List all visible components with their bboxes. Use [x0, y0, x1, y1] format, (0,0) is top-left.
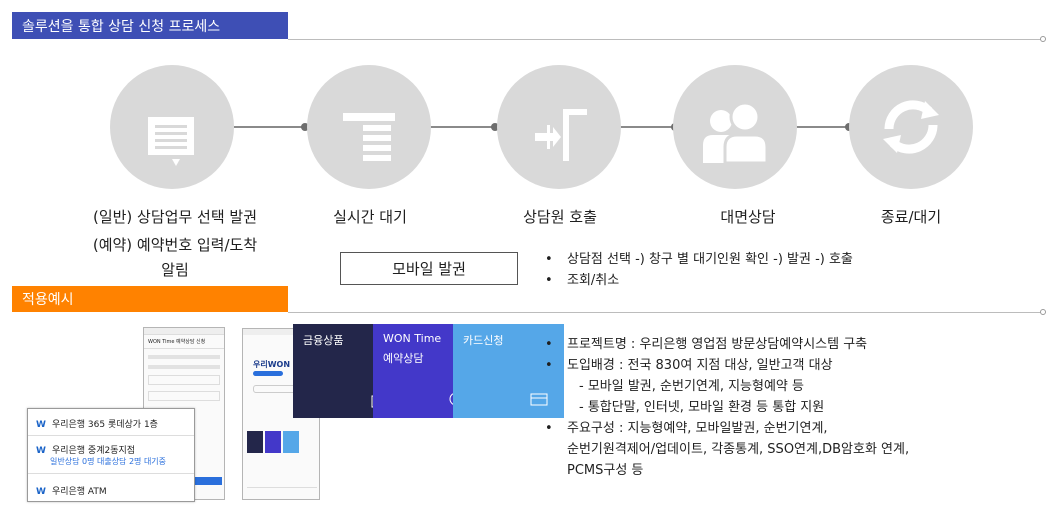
list-subitem: - 모바일 발권, 순번기연계, 지능형예약 등: [579, 379, 804, 394]
mini-tile: [283, 431, 299, 453]
refresh-cycle-icon: [883, 100, 939, 154]
step-4-circle: [673, 65, 797, 189]
mobile-ticket-box: 모바일 발권: [340, 252, 518, 285]
woori-logo-icon: W: [36, 487, 46, 497]
step-5-circle: [849, 65, 973, 189]
branch-detail: 일반상담 0명 대출상담 2명 대기중: [50, 457, 167, 466]
list-item: •조회/취소: [545, 273, 620, 288]
flow-bullet-list: •상담점 선택 -) 창구 별 대기인원 확인 -) 발권 -) 호출 •조회/…: [545, 249, 853, 291]
list-item: •주요구성 : 지능형예약, 모바일발권, 순번기연계,: [545, 421, 828, 436]
connector-line: [796, 126, 856, 128]
list-item: •상담점 선택 -) 창구 별 대기인원 확인 -) 발권 -) 호출: [545, 252, 853, 267]
step-5-label: 종료/대기: [880, 208, 942, 226]
submit-button[interactable]: [174, 477, 222, 485]
step-1-label-line3: 알림: [161, 261, 189, 279]
section-title-process: 솔루션을 통합 상담 신청 프로세스: [12, 12, 288, 39]
list-item: •도입배경 : 전국 830여 지점 대상, 일반고객 대상: [545, 358, 833, 373]
tile-label: WON Time: [383, 332, 442, 345]
card-icon: [530, 393, 548, 406]
list-item: •프로젝트명 : 우리은행 영업점 방문상담예약시스템 구축: [545, 337, 868, 352]
form-row: [148, 365, 220, 369]
connector-line: [234, 126, 324, 128]
step-3-label: 상담원 호출: [523, 208, 597, 226]
project-bullet-list: •프로젝트명 : 우리은행 영업점 방문상담예약시스템 구축 •도입배경 : 전…: [545, 334, 909, 481]
connector-dot: [301, 123, 309, 131]
list-subitem: - 통합단말, 인터넷, 모바일 환경 등 통합 지원: [579, 400, 825, 415]
woori-logo-icon: W: [36, 446, 46, 456]
step-1-label-line2: (예약) 예약번호 입력/도착: [92, 236, 258, 254]
mini-tile: [265, 431, 281, 453]
form-field: [148, 391, 220, 401]
form-row: [148, 355, 220, 359]
step-1-circle: [110, 65, 234, 189]
divider-end-dot: [1040, 309, 1046, 315]
form-field: [148, 375, 220, 385]
tile-label-line2: 예약상담: [383, 352, 424, 365]
connector-line: [430, 126, 500, 128]
step-1-label: (일반) 상담업무 선택 발권: [92, 208, 257, 226]
divider-line: [288, 39, 1042, 40]
mini-tile: [247, 431, 263, 453]
status-bar: [243, 329, 319, 335]
call-arrow-icon: [535, 109, 587, 161]
brand-label: 우리WON: [253, 360, 291, 369]
section-title-example: 적용예시: [12, 286, 288, 312]
people-icon: [703, 101, 769, 165]
connector-dot: [491, 123, 499, 131]
tile-label: 카드신청: [463, 334, 504, 347]
divider-end-dot: [1040, 36, 1046, 42]
form-list-icon: [148, 117, 194, 166]
tile-card-apply[interactable]: 카드신청: [453, 324, 564, 418]
divider-line: [288, 312, 1042, 313]
step-4-label: 대면상담: [720, 208, 776, 226]
phone-header: WON Time 예약상담 신청: [144, 335, 224, 349]
divider: [28, 435, 194, 436]
step-3-circle: [497, 65, 621, 189]
chip: [253, 371, 283, 376]
connector-line: [620, 126, 680, 128]
woori-logo-icon: W: [36, 420, 46, 430]
step-2-label: 실시간 대기: [333, 208, 407, 226]
queue-ticket-icon: [343, 113, 395, 161]
step-2-circle: [307, 65, 431, 189]
list-item-continuation: 순번기원격제어/업데이트, 각종통계, SSO연계,DB암호화 연계,: [567, 442, 910, 457]
divider: [28, 473, 194, 474]
list-item-continuation: PCMS구성 등: [567, 463, 644, 478]
bottom-nav: [247, 487, 317, 493]
tile-label: 금융상품: [303, 334, 344, 347]
status-bar: [144, 328, 224, 335]
